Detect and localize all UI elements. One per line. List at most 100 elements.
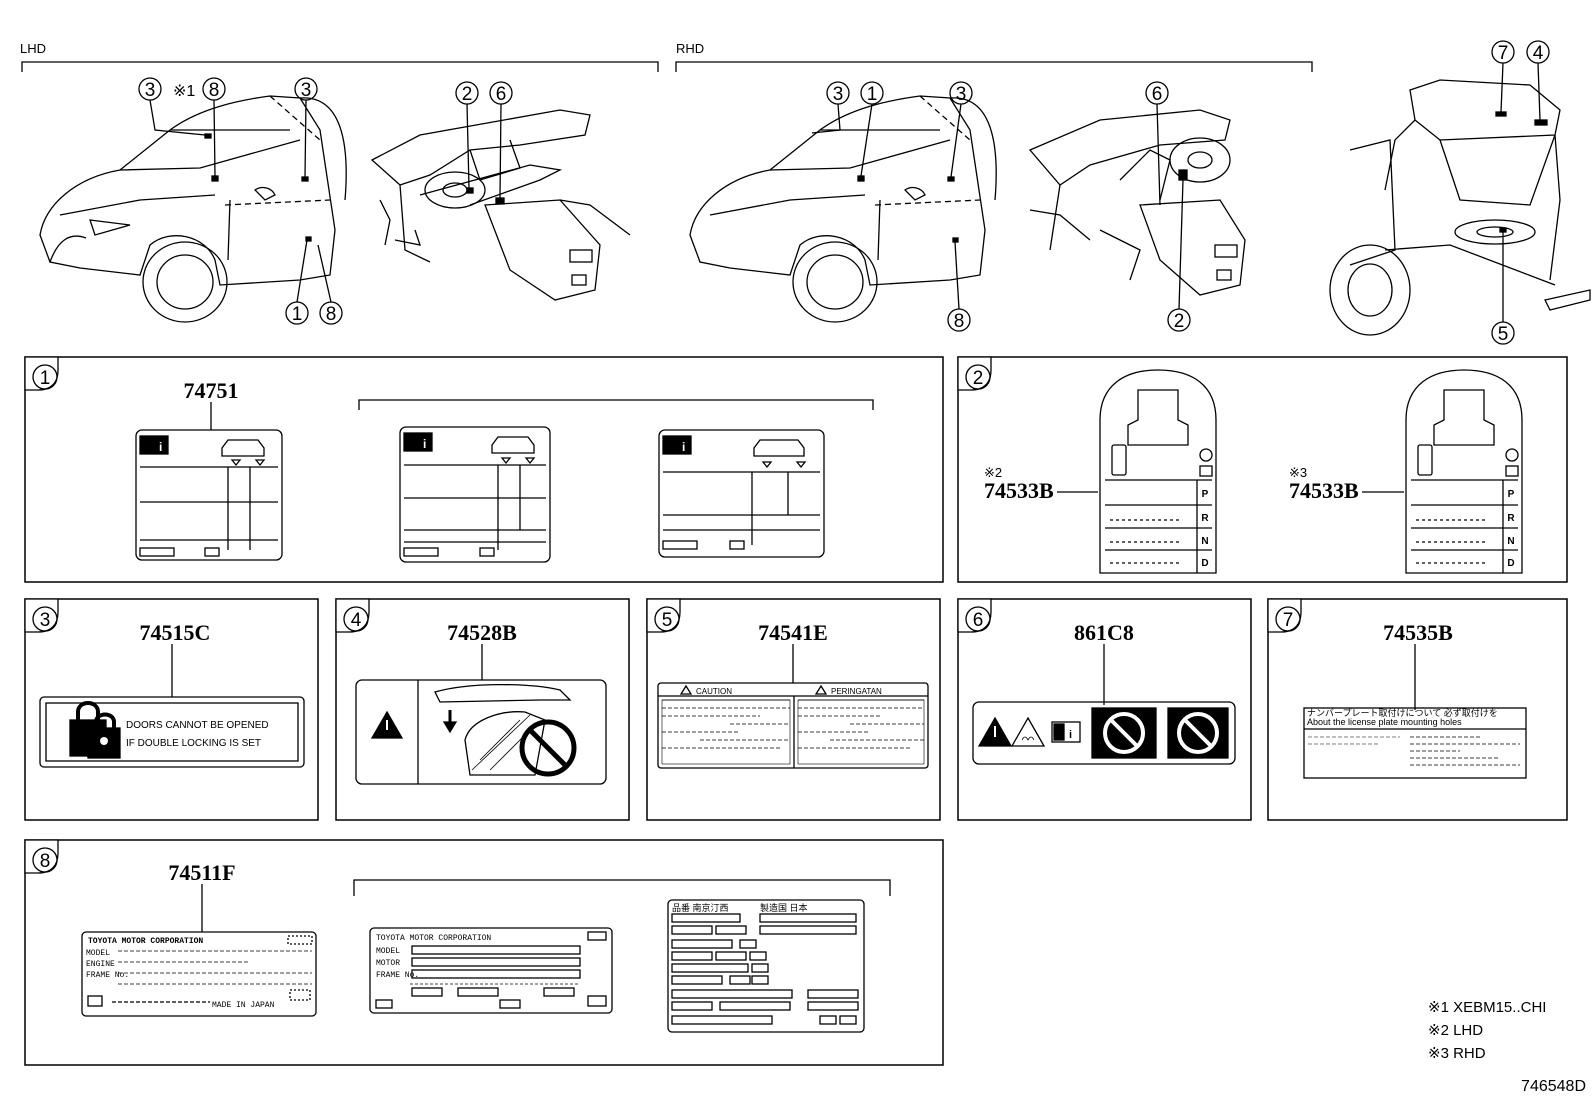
- svg-text:3: 3: [40, 610, 51, 631]
- svg-text:1: 1: [867, 84, 878, 105]
- shift-label-lhd: P R N D: [1099, 369, 1217, 574]
- svg-text:R: R: [1507, 513, 1515, 524]
- tailgate-warning-label: [355, 679, 607, 785]
- figure-id: 746548D: [1521, 1078, 1586, 1095]
- svg-text:品番 南京汀西: 品番 南京汀西: [672, 902, 729, 913]
- svg-text:8: 8: [954, 311, 965, 332]
- panel-6-part-number: 861C8: [1074, 620, 1134, 645]
- label-74751-variant-b: i: [399, 426, 551, 563]
- rhd-exterior-car-drawing: [689, 95, 997, 323]
- svg-text:ENGINE: ENGINE: [86, 960, 115, 969]
- svg-text:i: i: [1069, 729, 1072, 741]
- svg-text:5: 5: [1498, 324, 1509, 345]
- vin-plate-variant-c-jp: 品番 南京汀西 製造国 日本: [667, 899, 865, 1033]
- svg-text:MODEL: MODEL: [86, 949, 110, 958]
- svg-text:i: i: [682, 440, 685, 454]
- svg-text:8: 8: [326, 304, 337, 325]
- rhd-heading: RHD: [676, 41, 704, 56]
- panel-1-index: 1: [40, 368, 51, 389]
- svg-text:7: 7: [1498, 43, 1509, 64]
- panel-3: 3 74515C DOORS CANNOT BE OPENED IF DOUBL…: [24, 598, 319, 821]
- svg-text:4: 4: [351, 610, 362, 631]
- svg-text:P: P: [1508, 489, 1515, 500]
- license-plate-jp-line: ナンバープレート取付けについて 必ず取付けを: [1307, 707, 1498, 718]
- panel-1-part-number: 74751: [184, 378, 239, 403]
- panel-7-part-number: 74535B: [1383, 620, 1453, 645]
- svg-text:6: 6: [496, 84, 507, 105]
- svg-text:N: N: [1507, 536, 1514, 547]
- caution-peringatan-label: CAUTION PERINGATAN: [657, 682, 929, 769]
- license-plate-label: ナンバープレート取付けについて 必ず取付けを About the license…: [1303, 707, 1527, 779]
- svg-text:2: 2: [1174, 311, 1185, 332]
- svg-text:3: 3: [301, 80, 312, 101]
- lhd-exterior-callouts: 3 ※1 8 3 1 8: [138, 77, 343, 325]
- panel-5: 5 74541E CAUTION PERINGATAN: [646, 598, 941, 821]
- panel-8: 8 74511F TOYOTA MOTOR CORPORATION MODEL …: [24, 839, 944, 1066]
- lhd-heading: LHD: [20, 41, 46, 56]
- svg-text:D: D: [1507, 558, 1514, 569]
- vin-plate-variant-b: TOYOTA MOTOR CORPORATION MODEL MOTOR FRA…: [369, 927, 613, 1014]
- svg-text:MODEL: MODEL: [376, 947, 400, 956]
- svg-text:i: i: [159, 440, 162, 454]
- note-3: ※3 RHD: [1428, 1045, 1486, 1062]
- rhd-exterior-callouts: 3 1 3 8: [811, 81, 973, 332]
- rear-callouts: 7 4 5: [1491, 40, 1550, 345]
- panel-5-part-number: 74541E: [758, 620, 828, 645]
- svg-text:※3: ※3: [1289, 465, 1307, 480]
- svg-text:※2: ※2: [984, 465, 1002, 480]
- shift-label-rhd: P R N D: [1405, 369, 1523, 574]
- panel-2-part-number-rhd: 74533B: [1289, 478, 1359, 503]
- svg-text:製造国 日本: 製造国 日本: [760, 902, 808, 913]
- svg-text:6: 6: [1152, 84, 1163, 105]
- svg-text:7: 7: [1283, 610, 1294, 631]
- svg-text:2: 2: [462, 84, 473, 105]
- panel-1: 1 74751 i i i: [24, 356, 944, 583]
- panel-1-variant-bracket: [358, 399, 874, 410]
- svg-text:3: 3: [956, 84, 967, 105]
- lhd-bracket: [21, 61, 659, 72]
- svg-text:TOYOTA MOTOR CORPORATION: TOYOTA MOTOR CORPORATION: [376, 934, 491, 943]
- panel-6: 6 861C8 i: [957, 598, 1252, 821]
- svg-text:N: N: [1201, 536, 1208, 547]
- note-1: ※1 XEBM15..CHI: [1428, 999, 1546, 1016]
- panel-7: 7 74535B ナンバープレート取付けについて 必ず取付けを About th…: [1267, 598, 1568, 821]
- svg-text:4: 4: [1533, 43, 1544, 64]
- panel-8-variant-bracket: [353, 879, 891, 896]
- footnotes: ※1 XEBM15..CHI ※2 LHD ※3 RHD: [1428, 999, 1546, 1062]
- svg-text:D: D: [1201, 558, 1208, 569]
- panel-4-part-number: 74528B: [447, 620, 517, 645]
- panel-2-part-number-lhd: 74533B: [984, 478, 1054, 503]
- svg-text:※1: ※1: [173, 83, 195, 100]
- note-2: ※2 LHD: [1428, 1022, 1483, 1039]
- svg-text:TOYOTA MOTOR CORPORATION: TOYOTA MOTOR CORPORATION: [88, 937, 203, 946]
- panel-8-part-number: 74511F: [168, 860, 235, 885]
- wireless-charger-warning-label: i: [972, 701, 1236, 765]
- panel-4: 4 74528B: [335, 598, 630, 821]
- svg-text:i: i: [423, 437, 426, 451]
- panel-3-part-number: 74515C: [140, 620, 211, 645]
- panel-2: 2 ※2 74533B ※3 74533B P R N D: [957, 356, 1568, 583]
- label-74751-variant-a: i: [135, 429, 283, 561]
- double-lock-line-2: IF DOUBLE LOCKING IS SET: [126, 738, 261, 749]
- svg-text:6: 6: [973, 610, 984, 631]
- svg-text:1: 1: [292, 304, 303, 325]
- svg-text:3: 3: [833, 84, 844, 105]
- svg-text:3: 3: [145, 80, 156, 101]
- svg-text:8: 8: [40, 851, 51, 872]
- svg-text:5: 5: [662, 610, 673, 631]
- rhd-interior-drawing: [1028, 109, 1246, 296]
- svg-text:FRAME No.: FRAME No.: [376, 971, 419, 980]
- svg-text:MOTOR: MOTOR: [376, 959, 400, 968]
- double-lock-label: DOORS CANNOT BE OPENED IF DOUBLE LOCKING…: [39, 696, 305, 768]
- rhd-interior-callouts: 6 2: [1145, 81, 1191, 332]
- panel-2-index: 2: [973, 368, 984, 389]
- svg-text:FRAME No.: FRAME No.: [86, 971, 129, 980]
- svg-text:R: R: [1201, 513, 1209, 524]
- caution-heading: CAUTION: [696, 687, 732, 696]
- peringatan-heading: PERINGATAN: [831, 687, 882, 696]
- vin-plate-variant-a: TOYOTA MOTOR CORPORATION MODEL ENGINE FR…: [81, 931, 317, 1017]
- rear-car-drawing: [1329, 79, 1591, 336]
- lhd-interior-callouts: 2 6: [455, 81, 513, 199]
- lhd-exterior-car-drawing: [39, 95, 347, 323]
